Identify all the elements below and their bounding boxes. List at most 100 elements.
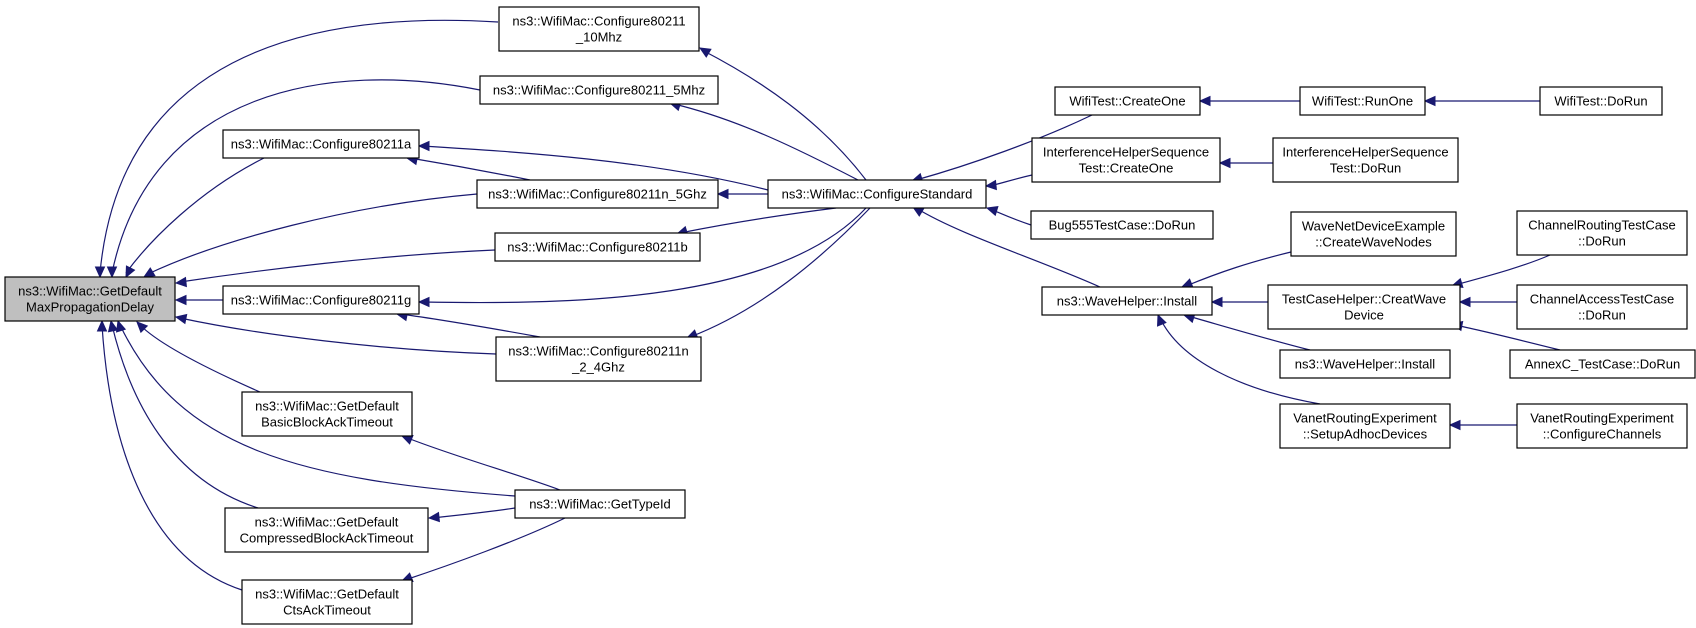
node-box	[767, 179, 987, 209]
node-box	[495, 336, 702, 382]
node-ih-create[interactable]: InterferenceHelperSequenceTest::CreateOn…	[1031, 137, 1221, 183]
arrowhead	[984, 179, 997, 191]
node-vre-cfg[interactable]: VanetRoutingExperiment::ConfigureChannel…	[1516, 403, 1688, 449]
edge-to-root	[99, 19, 499, 274]
node-cat-do[interactable]: ChannelAccessTestCase::DoRun	[1516, 284, 1688, 330]
node-box	[1031, 137, 1221, 183]
edge-to-root	[179, 249, 496, 283]
arrowhead	[96, 319, 108, 332]
edge-to-root	[125, 157, 265, 274]
node-label-line: ::CreateWaveNodes	[1315, 235, 1432, 250]
node-wt-do[interactable]: WifiTest::DoRun	[1539, 86, 1663, 116]
node-box	[224, 507, 429, 553]
node-box	[1299, 86, 1426, 116]
node-get-type-id[interactable]: ns3::WifiMac::GetTypeId	[514, 489, 686, 519]
edge-to-root	[111, 324, 259, 509]
arrowhead	[107, 319, 119, 333]
edge-to-c80211g	[422, 207, 867, 304]
node-label-line: InterferenceHelperSequence	[1282, 145, 1448, 160]
node-label-line: WifiTest::CreateOne	[1069, 94, 1185, 109]
node-crt-do[interactable]: ChannelRoutingTestCase::DoRun	[1516, 210, 1688, 256]
node-c80211a[interactable]: ns3::WifiMac::Configure80211a	[222, 129, 420, 159]
node-c80211g[interactable]: ns3::WifiMac::Configure80211g	[222, 285, 420, 315]
node-c80211n24[interactable]: ns3::WifiMac::Configure80211n_2_4Ghz	[495, 336, 702, 382]
edge-to-c80211-10	[701, 49, 867, 181]
node-box	[1030, 210, 1214, 240]
node-c80211b[interactable]: ns3::WifiMac::Configure80211b	[494, 232, 701, 262]
node-wt-run[interactable]: WifiTest::RunOne	[1299, 86, 1426, 116]
node-label-line: CtsAckTimeout	[283, 603, 371, 618]
node-c80211n5[interactable]: ns3::WifiMac::Configure80211n_5Ghz	[476, 179, 719, 209]
node-label-line: ns3::WifiMac::Configure80211a	[231, 137, 412, 152]
node-label-line: Device	[1344, 308, 1384, 323]
node-label-line: Test::DoRun	[1330, 161, 1402, 176]
edge-to-tchcreate	[1454, 324, 1561, 351]
node-label-line: ns3::WifiMac::ConfigureStandard	[782, 187, 973, 202]
node-box	[1516, 210, 1688, 256]
edge-to-c80211-5	[673, 103, 859, 181]
node-box	[1509, 349, 1696, 379]
node-wave-install[interactable]: ns3::WaveHelper::Install	[1041, 286, 1213, 316]
arrowhead	[1210, 296, 1223, 308]
node-cfg-std[interactable]: ns3::WifiMac::ConfigureStandard	[767, 179, 987, 209]
arrowhead	[1448, 419, 1461, 431]
node-label-line: VanetRoutingExperiment	[1293, 411, 1437, 426]
edge-to-cfgstd	[915, 207, 1101, 288]
edge-to-root	[139, 324, 261, 393]
node-c80211-5[interactable]: ns3::WifiMac::Configure80211_5Mhz	[479, 75, 719, 105]
node-label-line: ChannelRoutingTestCase	[1528, 218, 1675, 233]
edge-to-compba	[431, 507, 516, 519]
node-basic-b-a[interactable]: ns3::WifiMac::GetDefaultBasicBlockAckTim…	[241, 391, 413, 437]
arrowhead	[1423, 95, 1436, 107]
node-label-line: AnnexC_TestCase::DoRun	[1525, 357, 1680, 372]
node-label-line: ns3::WifiMac::Configure80211g	[231, 293, 411, 308]
node-label-line: ns3::WaveHelper::Install	[1295, 357, 1436, 372]
node-label-line: _10Mhz	[575, 30, 622, 45]
node-box	[1516, 403, 1688, 449]
node-root[interactable]: ns3::WifiMac::GetDefaultMaxPropagationDe…	[4, 276, 176, 322]
node-label-line: ns3::WifiMac::GetDefault	[255, 399, 399, 414]
edge-to-c80211n24	[689, 207, 871, 338]
arrowhead	[125, 265, 136, 279]
node-box	[514, 489, 686, 519]
node-c80211-10[interactable]: ns3::WifiMac::Configure80211_10Mhz	[498, 6, 700, 52]
edge-to-root	[111, 79, 481, 274]
arrowhead	[106, 266, 118, 279]
node-bug555[interactable]: Bug555TestCase::DoRun	[1030, 210, 1214, 240]
edge-to-waveinstall	[1187, 315, 1311, 351]
node-label-line: ::SetupAdhocDevices	[1303, 427, 1428, 442]
node-label-line: VanetRoutingExperiment	[1530, 411, 1674, 426]
node-box	[1279, 349, 1451, 379]
edge-to-c80211b	[679, 207, 837, 234]
node-label-line: _2_4Ghz	[571, 360, 625, 375]
edge-to-c80211a	[409, 157, 531, 181]
edge-to-root	[101, 324, 243, 591]
arrowhead	[142, 267, 156, 278]
node-box	[1041, 286, 1213, 316]
node-box	[476, 179, 719, 209]
node-label-line: ns3::WifiMac::Configure80211n	[508, 344, 688, 359]
node-box	[1267, 284, 1461, 330]
edges-layer	[94, 19, 1561, 591]
node-label-line: ns3::WifiMac::GetDefault	[18, 284, 162, 299]
node-vre-setup[interactable]: VanetRoutingExperiment::SetupAdhocDevice…	[1279, 403, 1451, 449]
edge-to-c80211g	[399, 313, 541, 338]
node-wnd-create[interactable]: WaveNetDeviceExample::CreateWaveNodes	[1290, 211, 1457, 257]
node-wave-install2[interactable]: ns3::WaveHelper::Install	[1279, 349, 1451, 379]
node-wt-create[interactable]: WifiTest::CreateOne	[1054, 86, 1201, 116]
arrowhead	[417, 140, 430, 152]
node-label-line: Test::CreateOne	[1079, 161, 1174, 176]
node-comp-b-a[interactable]: ns3::WifiMac::GetDefaultCompressedBlockA…	[224, 507, 429, 553]
edge-to-c80211a	[421, 145, 769, 191]
node-label-line: ::DoRun	[1578, 308, 1626, 323]
edge-to-cfgstd	[915, 114, 1093, 181]
node-label-line: InterferenceHelperSequence	[1043, 145, 1209, 160]
nodes-layer: ns3::WifiMac::GetDefaultMaxPropagationDe…	[4, 6, 1696, 625]
node-annex-c[interactable]: AnnexC_TestCase::DoRun	[1509, 349, 1696, 379]
node-label-line: ns3::WifiMac::Configure80211b	[507, 240, 687, 255]
arrowhead	[1458, 296, 1471, 308]
